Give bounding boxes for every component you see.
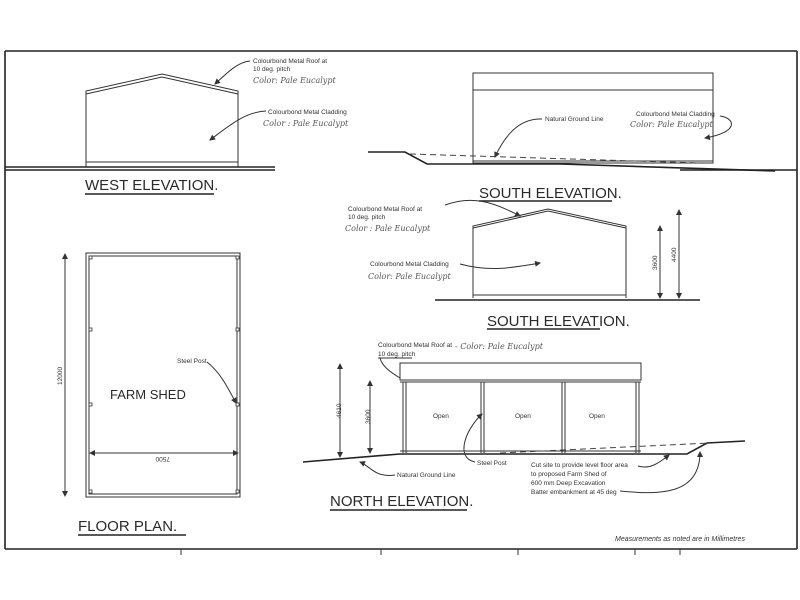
cut-note-line-3: 600 mm Deep Excavation [531,480,606,487]
south-dim-total: 4400 [671,247,678,262]
bay-open-1: Open [433,413,449,420]
west-elevation: Colourbond Metal Roof at 10 deg. pitch C… [5,58,349,195]
cut-note-line-4: Batter embankment at 45 deg [531,489,617,496]
south-roof-color: Color : Pale Eucalypt [345,224,431,233]
south-top-cladding-label: Colourbond Metal Cladding [636,111,715,118]
south-roof-label-1: Colourbond Metal Roof at [348,206,422,213]
measurement-note: Measurements as noted are in Millimetres [615,536,745,543]
sheet-frame [4,50,798,555]
farm-shed-label: FARM SHED [110,387,186,402]
cut-note-line-1: Cut site to provide level floor area [531,462,628,469]
north-roof-color: - Color: Pale Eucalypt [455,342,544,351]
south-roof-label-2: 10 deg. pitch [348,214,386,221]
north-roof-label-1: Colourbond Metal Roof at [378,342,452,349]
north-elevation: Open Open Open 4610 3600 Colourbond Meta… [302,342,746,511]
west-roof-color: Color: Pale Eucalypt [253,76,336,85]
bay-open-3: Open [589,413,605,420]
south-cladding-label: Colourbond Metal Cladding [370,261,449,268]
north-post-label: Steel Post [477,460,507,467]
north-dim-total: 4610 [336,403,343,418]
west-elevation-title: WEST ELEVATION. [85,177,218,194]
floor-dim-width: 7500 [155,455,170,462]
south-top-ground-label: Natural Ground Line [545,116,604,123]
cut-note-line-2: to proposed Farm Shed of [531,471,607,478]
north-ground-label: Natural Ground Line [397,472,456,479]
south-title: SOUTH ELEVATION. [487,313,630,330]
south-cladding-color: Color: Pale Eucalypt [368,272,451,281]
south-elevation: 3600 4400 Colourbond Metal Roof at 10 de… [345,199,700,330]
floor-post-label: Steel Post [177,358,207,365]
south-dim-wall: 3600 [652,255,659,270]
south-elevation-top: Natural Ground Line Colourbond Metal Cla… [368,72,776,202]
south-top-title: SOUTH ELEVATION. [479,185,622,202]
west-roof-label-2: 10 deg. pitch [253,66,291,73]
floor-plan-title: FLOOR PLAN. [78,518,177,535]
north-roof-label-2: 10 deg. pitch [378,351,416,358]
west-roof-label-1: Colourbond Metal Roof at [253,58,327,65]
west-cladding-color: Color : Pale Eucalypt [263,119,349,128]
bay-open-2: Open [515,413,531,420]
south-top-cladding-color: Color: Pale Eucalypt [630,120,713,129]
north-dim-wall: 3600 [365,409,372,424]
west-cladding-label: Colourbond Metal Cladding [268,109,347,116]
floor-plan: 12000 7500 FARM SHED Steel Post FLOOR PL… [57,252,241,536]
north-elevation-title: NORTH ELEVATION. [330,493,473,510]
floor-dim-length: 12000 [57,367,64,385]
